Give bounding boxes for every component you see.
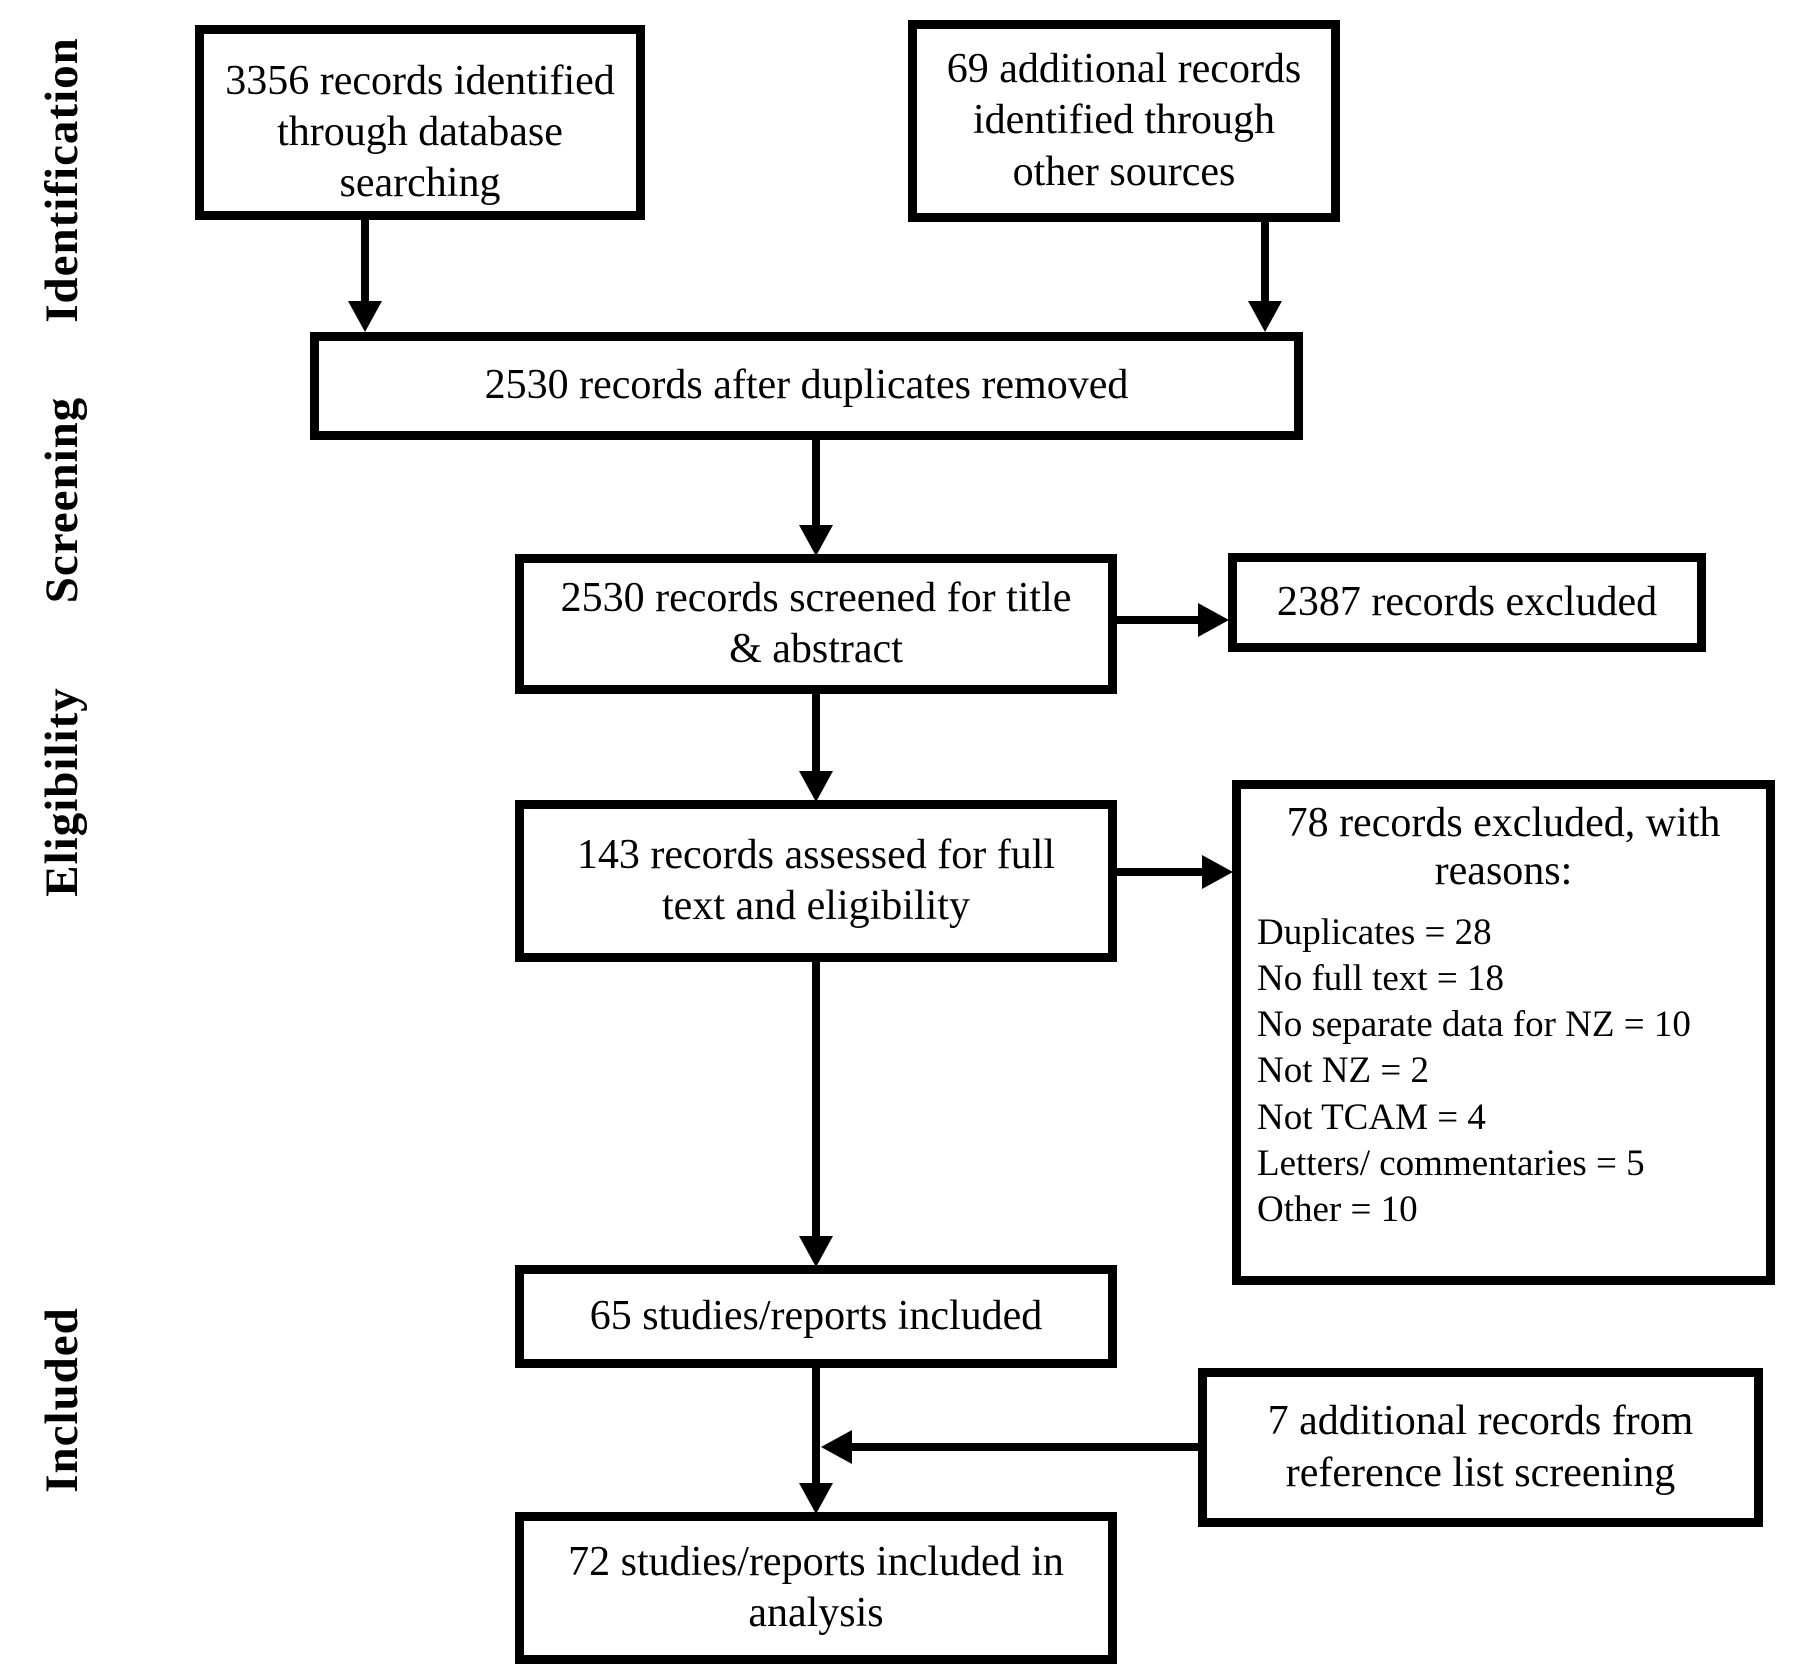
arrow-included-to-analysis-line bbox=[812, 1367, 820, 1486]
exclusion-reason-item: Letters/ commentaries = 5 bbox=[1257, 1142, 1645, 1184]
arrow-db-to-duplicates-line bbox=[361, 219, 369, 303]
exclusion-reasons-list: Duplicates = 28 No full text = 18 No sep… bbox=[1257, 910, 1691, 1234]
arrowhead-down-icon bbox=[348, 301, 382, 332]
box-assessed-fulltext: 143 records assessed for full text and e… bbox=[515, 800, 1117, 962]
arrowhead-down-icon bbox=[1248, 301, 1282, 332]
box-after-duplicates: 2530 records after duplicates removed bbox=[310, 332, 1303, 440]
box-included-analysis-text: 72 studies/reports included in analysis bbox=[568, 1538, 1064, 1636]
box-included-studies: 65 studies/reports included bbox=[515, 1265, 1117, 1368]
arrowhead-left-icon bbox=[821, 1430, 852, 1464]
box-excluded-screening-text: 2387 records excluded bbox=[1276, 578, 1658, 625]
arrow-duplicates-to-screened-line bbox=[812, 439, 820, 527]
arrowhead-down-icon bbox=[799, 1483, 833, 1514]
box-reference-list-records-text: 7 additional records from reference list… bbox=[1267, 1398, 1694, 1496]
box-after-duplicates-text: 2530 records after duplicates removed bbox=[484, 362, 1129, 409]
exclusion-reason-item: No separate data for NZ = 10 bbox=[1257, 1004, 1691, 1046]
arrowhead-right-icon bbox=[1198, 603, 1229, 637]
box-screened-text: 2530 records screened for title & abstra… bbox=[560, 574, 1072, 672]
arrowhead-down-icon bbox=[799, 1236, 833, 1267]
exclusion-reason-item: Duplicates = 28 bbox=[1257, 911, 1492, 953]
box-database-records: 3356 records identified through database… bbox=[195, 25, 645, 220]
box-screened: 2530 records screened for title & abstra… bbox=[515, 554, 1117, 694]
exclusion-reason-item: Not NZ = 2 bbox=[1257, 1050, 1429, 1092]
arrowhead-down-icon bbox=[799, 771, 833, 802]
box-excluded-fulltext-title: 78 records excluded, with reasons: bbox=[1286, 800, 1721, 895]
box-reference-list-records: 7 additional records from reference list… bbox=[1198, 1368, 1763, 1527]
exclusion-reason-item: No full text = 18 bbox=[1257, 957, 1504, 999]
box-included-studies-text: 65 studies/reports included bbox=[589, 1292, 1043, 1339]
box-other-source-records-text: 69 additional records identified through… bbox=[946, 46, 1302, 195]
arrow-assessed-to-included-line bbox=[812, 961, 820, 1239]
arrow-other-to-duplicates-line bbox=[1261, 221, 1269, 303]
box-included-analysis: 72 studies/reports included in analysis bbox=[515, 1512, 1117, 1664]
arrowhead-down-icon bbox=[799, 525, 833, 556]
box-excluded-screening: 2387 records excluded bbox=[1228, 553, 1706, 652]
arrowhead-right-icon bbox=[1202, 855, 1233, 889]
exclusion-reason-item: Not TCAM = 4 bbox=[1257, 1096, 1486, 1138]
stage-label-screening: Screening bbox=[36, 396, 88, 604]
box-assessed-fulltext-text: 143 records assessed for full text and e… bbox=[576, 831, 1056, 929]
stage-label-included: Included bbox=[36, 1307, 88, 1493]
stage-label-eligibility: Eligibility bbox=[36, 687, 88, 897]
arrow-reference-to-flow-line bbox=[851, 1443, 1198, 1451]
exclusion-reason-item: Other = 10 bbox=[1257, 1189, 1418, 1231]
box-other-source-records: 69 additional records identified through… bbox=[908, 20, 1340, 222]
arrow-assessed-to-excluded-line bbox=[1116, 868, 1204, 876]
stage-label-identification: Identification bbox=[36, 37, 88, 323]
box-excluded-fulltext: 78 records excluded, with reasons: Dupli… bbox=[1232, 780, 1775, 1285]
arrow-screened-to-excluded-line bbox=[1116, 616, 1200, 624]
arrow-screened-to-assessed-line bbox=[812, 693, 820, 774]
box-database-records-text: 3356 records identified through database… bbox=[225, 58, 615, 207]
